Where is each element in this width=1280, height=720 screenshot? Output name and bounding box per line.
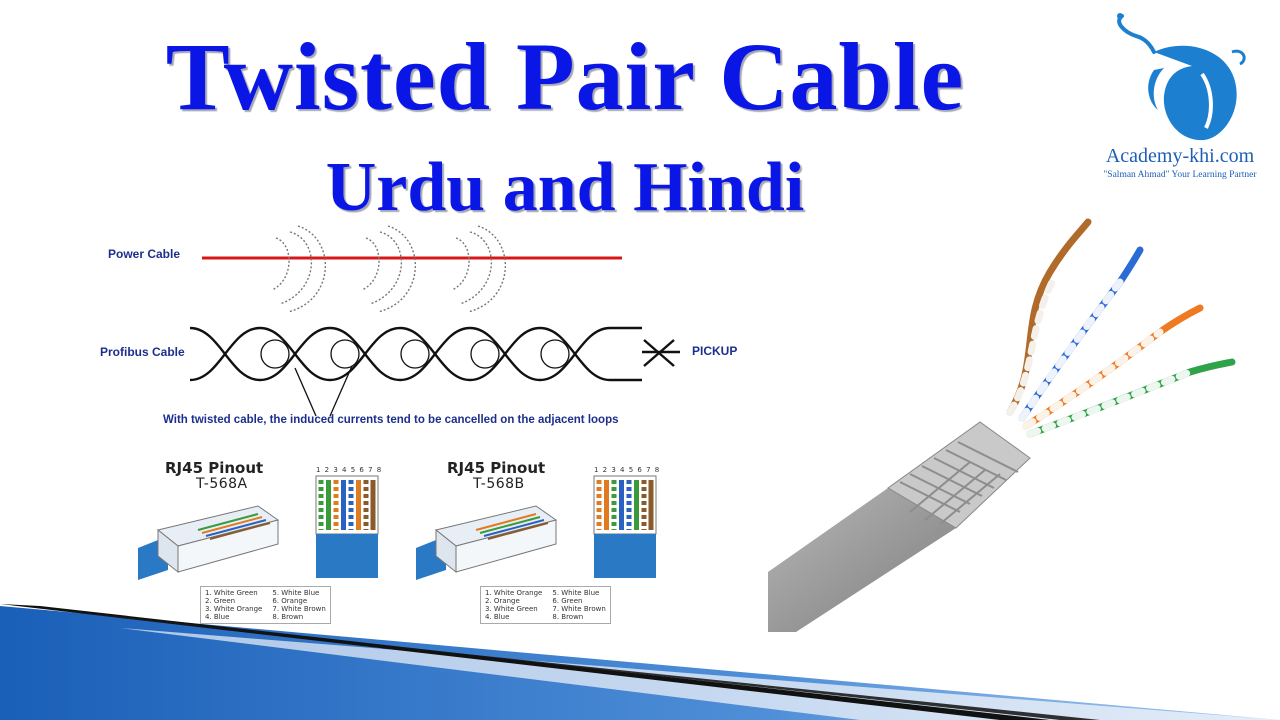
pickup-label: PICKUP: [692, 344, 738, 358]
magnetic-field-loops: [271, 225, 507, 313]
rj45-wire-order-b: [593, 475, 657, 578]
legend-item: 1. White Green: [205, 589, 258, 597]
legend-item: 7. White Brown: [272, 605, 326, 613]
legend-item: 7. White Brown: [552, 605, 606, 613]
pinout-a-title: RJ45 Pinout: [165, 459, 264, 477]
twisted-pair-wires: [189, 326, 680, 382]
legend-item: 2. Orange: [485, 597, 520, 605]
legend-item: 1. White Orange: [485, 589, 543, 597]
legend-item: 4. Blue: [485, 613, 510, 621]
pinout-a-standard: T-568A: [196, 476, 248, 492]
pinout-a-numbers: 1 2 3 4 5 6 7 8: [316, 466, 383, 474]
power-cable-label: Power Cable: [108, 247, 181, 261]
academy-logo: [1117, 13, 1246, 141]
legend-item: 6. Green: [552, 597, 583, 605]
pinout-b-legend: 1. White Orange 2. Orange 3. White Green…: [480, 586, 611, 624]
legend-item: 5. White Blue: [272, 589, 320, 597]
induced-current-loops: [260, 339, 570, 369]
legend-item: 3. White Orange: [205, 605, 263, 613]
brand-name: Academy-khi.com: [1105, 145, 1255, 167]
twisted-pair-cable-illustration: [768, 218, 1236, 632]
legend-item: 4. Blue: [205, 613, 230, 621]
pinout-a-legend: 1. White Green 2. Green 3. White Orange …: [200, 586, 331, 624]
legend-item: 5. White Blue: [552, 589, 600, 597]
legend-item: 6. Orange: [272, 597, 308, 605]
legend-item: 2. Green: [205, 597, 236, 605]
caption-arrows: [294, 365, 353, 417]
profibus-cable-label: Profibus Cable: [100, 345, 185, 359]
pinout-b-title: RJ45 Pinout: [447, 459, 546, 477]
slide-title: Twisted Pair Cable: [165, 23, 965, 130]
legend-item: 3. White Green: [485, 605, 538, 613]
slide-subtitle: Urdu and Hindi: [325, 149, 805, 226]
legend-item: 8. Brown: [552, 613, 584, 621]
rj45-wire-order-a: [315, 475, 379, 578]
interference-diagram: [189, 225, 680, 417]
pinout-b-standard: T-568B: [473, 476, 525, 492]
pinout-b-numbers: 1 2 3 4 5 6 7 8: [594, 466, 661, 474]
rj45-connector-b: [416, 505, 558, 580]
legend-item: 8. Brown: [272, 613, 304, 621]
rj45-connector-a: [138, 505, 280, 580]
diagram-caption: With twisted cable, the induced currents…: [163, 414, 619, 426]
brand-tagline: "Salman Ahmad" Your Learning Partner: [1103, 170, 1257, 180]
